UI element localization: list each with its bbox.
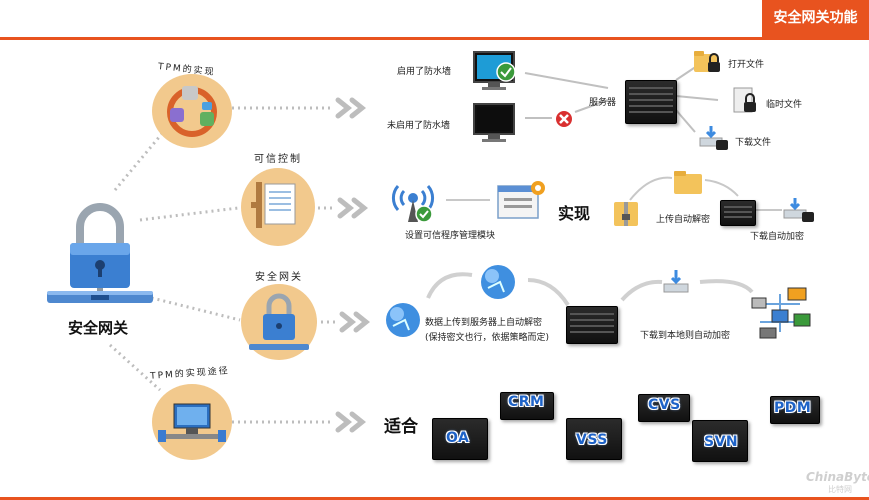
header-rule (0, 37, 869, 40)
cvs-server (638, 394, 690, 422)
download-file-label: 下载文件 (735, 138, 772, 148)
document-icon (251, 182, 296, 228)
firewall-on-label: 启用了防水墙 (397, 67, 452, 77)
server-label: 服务器 (589, 98, 617, 108)
branch-circle-gateway (241, 284, 317, 360)
crm-tag: CRM (508, 394, 545, 410)
temp-file-lock-icon (730, 86, 762, 116)
footer-rule (0, 497, 869, 500)
oa-tag: OA (446, 430, 470, 446)
oa-server (432, 418, 488, 460)
blocked-icon (553, 108, 575, 130)
monitor-icon (473, 51, 516, 90)
server-icon (566, 306, 618, 344)
upload-label: 上传自动解密 (656, 215, 711, 225)
globe-icon (383, 300, 423, 340)
branch-circle-trusted (241, 168, 315, 246)
folder-icon (672, 168, 706, 196)
download-lock-icon (698, 124, 730, 152)
folder-lock-icon (692, 48, 724, 76)
monitor-icon (473, 103, 515, 142)
svn-server (692, 420, 748, 462)
tpm-cycle-icon (167, 86, 217, 137)
watermark-sub: 比特网 (828, 485, 852, 494)
window-gear-icon (494, 178, 548, 222)
upload-decrypt-line1: 数据上传到服务器上自动解密 (425, 318, 543, 328)
branch-circle-tpm-path (152, 384, 232, 460)
branch-label-gateway: 安全网关 (255, 272, 303, 283)
setup-label: 设置可信程序管理模块 (405, 231, 496, 241)
lock-icon (47, 203, 153, 303)
open-file-label: 打开文件 (728, 60, 765, 70)
center-label: 安全网关 (68, 319, 129, 337)
vss-tag: VSS (576, 432, 608, 448)
local-encrypt-label: 下载到本地则自动加密 (640, 331, 731, 341)
monitor-firewall-on (472, 50, 522, 92)
branch-label-trusted: 可信控制 (254, 154, 302, 165)
temp-file-label: 临时文件 (766, 100, 803, 110)
download-tray-icon (662, 268, 692, 296)
pdm-server (770, 396, 820, 424)
globe-icon (478, 262, 518, 302)
gateway-lock-graphic (45, 195, 155, 315)
page-title: 安全网关功能 (762, 0, 869, 37)
branch-circle-tpm (152, 74, 232, 148)
server-icon (625, 80, 677, 124)
crm-server (500, 392, 554, 420)
download-encrypt-label: 下载自动加密 (750, 232, 805, 242)
watermark-brand: ChinaByte (806, 470, 869, 484)
suitable-label: 适合 (384, 417, 418, 437)
pdm-tag: PDM (774, 400, 812, 416)
cvs-tag: CVS (648, 397, 681, 413)
vss-server (566, 418, 622, 460)
monitor-firewall-off (472, 102, 522, 144)
folder-zip-icon (612, 196, 642, 230)
signal-gear-icon (382, 174, 444, 226)
network-monitor-icon (158, 403, 226, 442)
realize-label: 实现 (558, 204, 591, 223)
svn-tag: SVN (704, 434, 739, 450)
server-icon (720, 200, 756, 226)
padlock-icon (249, 293, 309, 350)
firewall-off-label: 未启用了防水墙 (387, 121, 451, 131)
download-lock-icon (782, 196, 816, 226)
upload-decrypt-line2: (保持密文也行，依据策略而定) (425, 333, 550, 343)
network-icon (750, 284, 812, 342)
